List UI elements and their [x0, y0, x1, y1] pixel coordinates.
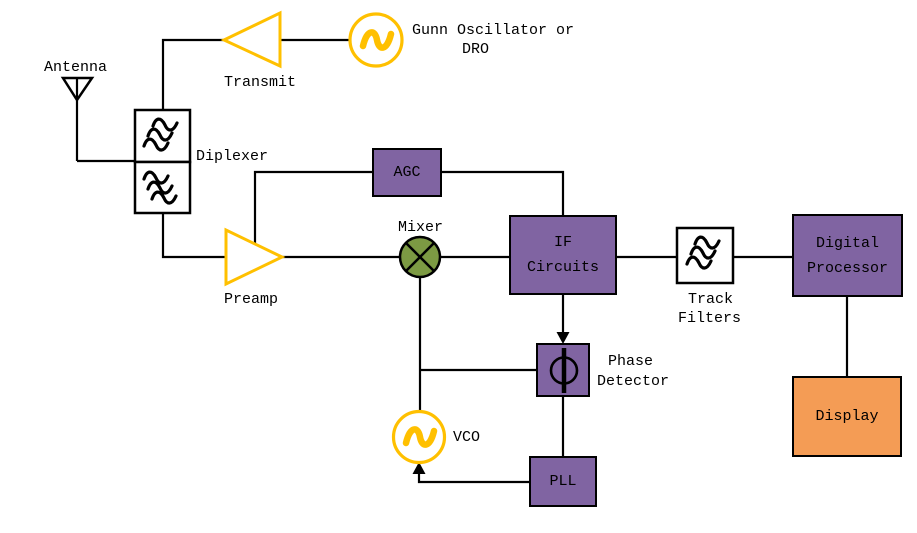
digital-processor-box: Digital Processor — [792, 214, 903, 297]
gunn-label-line2: DRO — [462, 41, 490, 58]
antenna-label: Antenna — [44, 59, 108, 76]
arrow-down-icon — [556, 332, 570, 344]
track-filters-label-line1: Track — [688, 291, 734, 308]
preamp-label: Preamp — [224, 291, 279, 308]
diplexer-box-top — [133, 108, 192, 164]
pll-box: PLL — [529, 456, 597, 507]
digital-processor-label-line1: Digital — [815, 234, 879, 252]
agc-box: AGC — [372, 148, 442, 197]
phase-detector-icon — [549, 347, 578, 393]
connector-diplexer-preamp — [161, 212, 227, 259]
pll-label: PLL — [549, 473, 577, 490]
phase-detector-label-line2: Detector — [597, 373, 670, 390]
if-circuits-box: IF Circuits — [509, 215, 617, 295]
display-box: Display — [792, 376, 902, 457]
connector-pll-vco — [417, 473, 530, 484]
preamp-icon — [224, 227, 286, 287]
filter-wave-icon — [685, 235, 721, 270]
connector-diplexer-transmit — [161, 38, 224, 111]
if-circuits-label-line2: Circuits — [526, 259, 599, 276]
digital-processor-label-line2: Processor — [806, 259, 888, 277]
display-label: Display — [815, 408, 879, 425]
phase-detector-label-line1: Phase — [608, 353, 654, 370]
gunn-label-line1: Gunn Oscillator or — [412, 22, 575, 39]
diplexer-label: Diplexer — [196, 148, 269, 165]
transmit-amp-icon — [220, 10, 282, 69]
agc-label: AGC — [393, 164, 421, 181]
phase-detector-box — [536, 343, 590, 397]
mixer-label: Mixer — [398, 219, 444, 236]
connector-preamp-agc — [253, 170, 373, 257]
connector-agc-if — [441, 170, 565, 216]
sine-wave-icon — [359, 29, 395, 51]
transmit-label: Transmit — [224, 74, 297, 91]
connectors — [77, 38, 849, 484]
filter-wave-icon — [142, 117, 179, 152]
filter-wave-icon — [142, 170, 178, 205]
track-filters-label-line2: Filters — [678, 310, 742, 327]
arrow-up-icon — [412, 462, 426, 474]
vco-label: VCO — [453, 429, 481, 446]
mixer-cross — [405, 242, 435, 272]
diplexer-box-bottom — [133, 160, 192, 215]
sine-wave-icon — [402, 426, 438, 448]
if-circuits-label-line1: IF — [553, 234, 572, 251]
